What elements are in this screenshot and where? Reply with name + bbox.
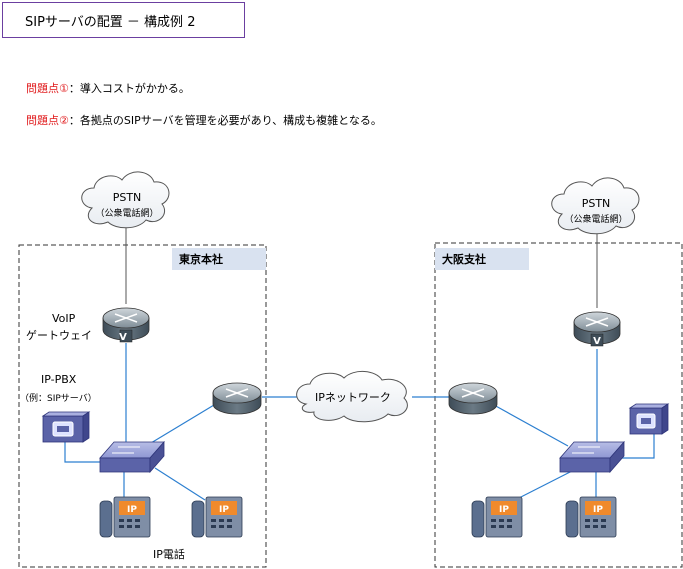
phone-badge: IP <box>219 505 229 515</box>
osaka-site-label: 大阪支社 <box>435 248 529 270</box>
router-left <box>212 382 262 415</box>
pstn-right-line2: （公衆電話網） <box>564 213 627 225</box>
ip-network-cloud <box>296 371 408 423</box>
tokyo-site-label: 東京本社 <box>172 248 266 270</box>
switch-left <box>99 440 165 474</box>
ip-pbx-left <box>41 411 91 443</box>
pstn-cloud-left <box>81 171 170 229</box>
voip-label-line2: ゲートウェイ <box>26 329 92 342</box>
issue-2: 問題点②：各拠点のSIPサーバを管理を必要があり、構成も複雑となる。 <box>26 112 382 128</box>
gateway-right-badge: V <box>593 336 601 347</box>
voip-gateway-right <box>573 311 621 347</box>
ip-pbx-right <box>628 403 670 435</box>
issue-2-label: 問題点② <box>26 114 69 127</box>
ippbx-label-line1: IP-PBX <box>41 373 77 386</box>
phone-badge: IP <box>499 505 509 515</box>
osaka-site-box <box>434 242 683 568</box>
link-router-switch-right <box>493 404 569 447</box>
ip-phone-right-2: IP <box>565 496 617 538</box>
phone-badge: IP <box>593 505 603 515</box>
voip-label-line1: VoIP <box>52 312 76 325</box>
ip-phone-left-1: IP <box>99 496 151 538</box>
router-right <box>448 382 498 415</box>
ippbx-label-line2: （例：SIPサーバ） <box>20 394 97 404</box>
pstn-right-line1: PSTN <box>582 197 611 210</box>
link-switch-pbx-right <box>620 432 655 459</box>
link-switch-phone1-right <box>514 469 575 501</box>
ip-phone-left-2: IP <box>191 496 243 538</box>
issue-1: 問題点①：導入コストがかかる。 <box>26 80 190 96</box>
network-links <box>64 343 655 501</box>
switch-right <box>559 440 625 474</box>
page-title-text: SIPサーバの配置 － 構成例 2 <box>25 14 196 30</box>
issue-1-text: ：導入コストがかかる。 <box>68 82 190 95</box>
gateway-left-badge: V <box>119 332 127 343</box>
ip-network-label: IPネットワーク <box>315 391 391 404</box>
link-pbx-switch-left <box>64 440 103 463</box>
tokyo-site-box <box>18 244 267 568</box>
issue-2-text: ：各拠点のSIPサーバを管理を必要があり、構成も複雑となる。 <box>68 114 382 127</box>
link-switch-phone2-left <box>154 467 206 501</box>
voip-gateway-left <box>102 307 150 343</box>
phone-badge: IP <box>127 505 137 515</box>
ip-phone-right-1: IP <box>471 496 523 538</box>
ip-phone-label: IP電話 <box>153 548 185 561</box>
pstn-cloud-right <box>551 177 640 235</box>
pstn-links <box>125 226 598 308</box>
pstn-left-line1: PSTN <box>113 191 142 204</box>
page-title: SIPサーバの配置 － 構成例 2 <box>2 2 245 38</box>
link-switch-router-left <box>145 404 215 447</box>
pstn-left-line2: （公衆電話網） <box>95 207 158 219</box>
issue-1-label: 問題点① <box>26 82 69 95</box>
